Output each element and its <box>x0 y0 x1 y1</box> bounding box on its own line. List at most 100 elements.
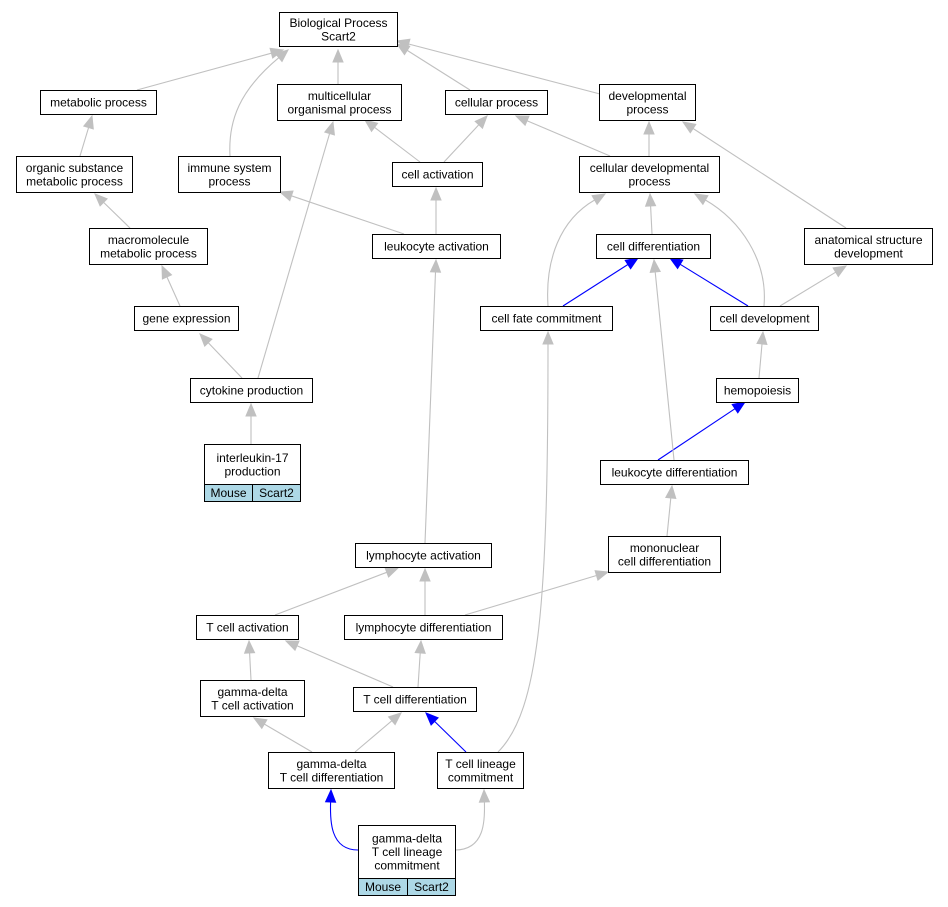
node-lymphocyte-diff[interactable]: lymphocyte differentiation <box>344 615 503 640</box>
edge-t-cell-diff-to-lymphocyte-diff <box>414 639 426 688</box>
species-label: Mouse <box>365 880 401 894</box>
node-t-cell-activation[interactable]: T cell activation <box>196 615 299 640</box>
node-label-line: anatomical structure <box>814 233 922 247</box>
node-label-line: T cell differentiation <box>363 693 467 707</box>
gene-cell <box>407 878 456 896</box>
node-label-line: gene expression <box>142 312 230 326</box>
edge-t-cell-diff-to-t-cell-activation <box>284 640 394 688</box>
edge-leukocyte-activation-to-cell-activation <box>430 186 442 234</box>
node-cellular-process[interactable]: cellular process <box>445 90 548 115</box>
node-cell-differentiation[interactable]: cell differentiation <box>596 234 711 259</box>
node-box <box>16 156 133 193</box>
arrowhead <box>384 567 400 578</box>
node-cell-development[interactable]: cell development <box>710 306 819 331</box>
node-leukocyte-diff[interactable]: leukocyte differentiation <box>600 460 749 485</box>
arrowhead <box>624 257 640 270</box>
node-label-line: Scart2 <box>321 29 356 43</box>
edge-gene-expression-to-macromolecule <box>161 264 181 307</box>
arrowhead <box>649 258 661 273</box>
arrowhead <box>414 639 426 654</box>
node-box <box>353 687 477 712</box>
node-t-cell-diff[interactable]: T cell differentiation <box>353 687 477 712</box>
edge-il17-to-cytokine <box>245 402 257 444</box>
arrowhead <box>252 717 268 730</box>
arrowhead <box>324 788 337 803</box>
node-metabolic[interactable]: metabolic process <box>40 90 157 115</box>
edge-anatomical-to-developmental <box>681 121 847 229</box>
edge-cell-activation-to-cellular-process <box>443 115 488 163</box>
arrowhead <box>594 570 610 582</box>
arrowhead <box>332 48 344 63</box>
node-cytokine[interactable]: cytokine production <box>190 378 313 403</box>
node-leukocyte-activation[interactable]: leukocyte activation <box>372 234 501 259</box>
node-box <box>196 615 299 640</box>
edge-lymphocyte-activation-to-leukocyte-activation <box>424 258 442 544</box>
arrowhead <box>591 193 607 206</box>
node-lymphocyte-activation[interactable]: lymphocyte activation <box>355 543 492 568</box>
edge-t-lineage-to-t-cell-diff <box>425 712 467 753</box>
arrowhead <box>161 264 173 280</box>
node-label-line: production <box>224 464 280 478</box>
arrowhead <box>731 401 747 414</box>
node-box <box>600 460 749 485</box>
node-box <box>89 228 208 265</box>
node-label-line: development <box>834 246 903 260</box>
graph-edges <box>79 38 848 851</box>
arrowhead <box>429 258 442 273</box>
node-label-line: cell development <box>719 312 810 326</box>
edge-gd-t-activation-to-t-cell-activation <box>243 639 256 681</box>
node-box <box>804 228 933 265</box>
node-cell-activation[interactable]: cell activation <box>392 162 483 187</box>
node-label-line: developmental <box>608 89 686 103</box>
edge-gd-t-lineage-to-t-lineage <box>454 788 491 851</box>
node-box <box>268 752 395 789</box>
node-box <box>279 12 398 47</box>
node-label-line: T cell activation <box>211 698 293 712</box>
edge-cell-activation-to-multicellular <box>363 119 421 163</box>
node-box <box>579 156 720 193</box>
arrowhead <box>278 190 294 202</box>
edge-t-cell-activation-to-lymphocyte-activation <box>274 567 400 616</box>
node-label-line: cell activation <box>401 168 473 182</box>
node-label-line: process <box>626 102 668 116</box>
node-box <box>372 234 501 259</box>
node-box <box>480 306 613 331</box>
node-label-line: gamma-delta <box>372 832 442 846</box>
node-box <box>608 536 721 573</box>
node-hemopoiesis[interactable]: hemopoiesis <box>716 378 799 403</box>
arrowhead <box>245 402 257 417</box>
arrowhead <box>832 265 848 278</box>
arrowhead <box>681 121 697 134</box>
arrowhead <box>82 114 94 130</box>
node-box <box>344 615 503 640</box>
edge-metabolic-to-bio-process <box>136 47 285 91</box>
node-label-line: cell fate commitment <box>491 312 602 326</box>
edge-leukocyte-activation-to-immune-system <box>278 190 405 235</box>
node-label-line: macromolecule <box>108 233 190 247</box>
arrowhead <box>542 330 554 345</box>
arrowhead <box>243 639 256 654</box>
edge-t-lineage-to-cell-fate <box>497 330 554 753</box>
node-box <box>134 306 239 331</box>
node-cell-fate[interactable]: cell fate commitment <box>480 306 613 331</box>
node-label-line: commitment <box>374 859 440 873</box>
arrowhead <box>474 115 488 130</box>
arrowhead <box>430 186 442 201</box>
node-gene-expression[interactable]: gene expression <box>134 306 239 331</box>
